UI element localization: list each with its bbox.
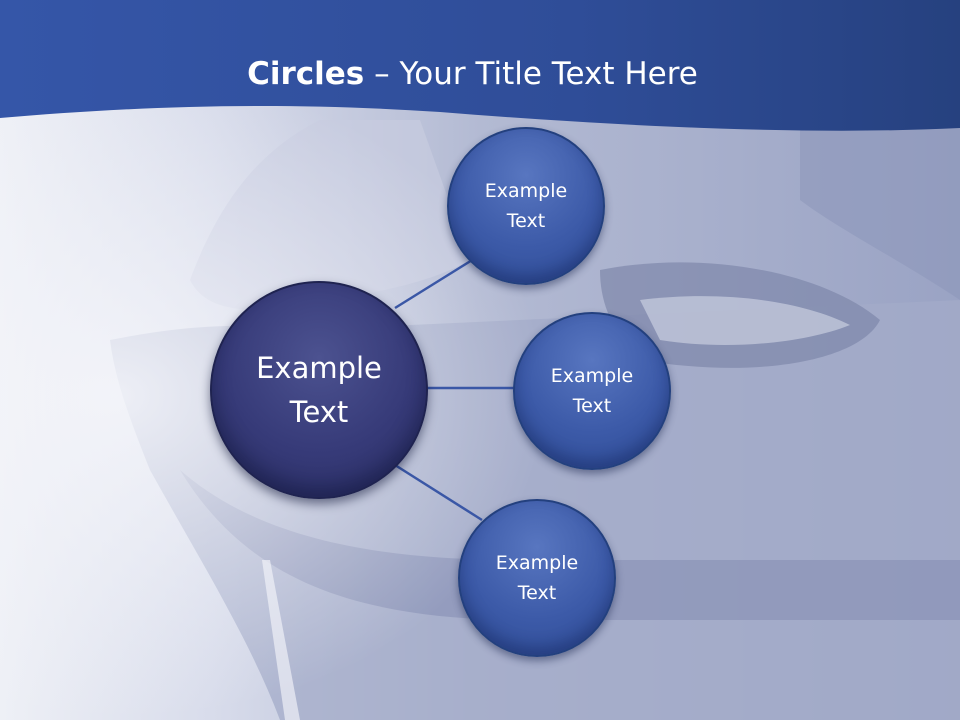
node-circle-top-line2: Text (506, 210, 546, 232)
node-circle-middle: Example Text (513, 312, 671, 470)
header-band (0, 0, 960, 131)
connector-line-bottom (394, 463, 483, 522)
node-circle-middle-line2: Text (572, 395, 612, 417)
center-circle-line1: Example (256, 351, 382, 385)
node-circle-top-line1: Example (484, 180, 568, 202)
node-circle-bottom-line2: Text (517, 582, 557, 604)
node-circle-top: Example Text (447, 127, 605, 285)
slide-title-rest: – Your Title Text Here (364, 56, 698, 92)
connector-line-top (394, 255, 478, 310)
center-circle-line2: Text (289, 395, 349, 429)
node-circle-middle-line1: Example (550, 365, 634, 387)
slide-title-bold: Circles (247, 56, 365, 92)
slide-title: Circles – Your Title Text Here (0, 52, 945, 96)
node-circle-bottom-line1: Example (495, 552, 579, 574)
center-circle: Example Text (210, 281, 428, 499)
node-circle-bottom: Example Text (458, 499, 616, 657)
